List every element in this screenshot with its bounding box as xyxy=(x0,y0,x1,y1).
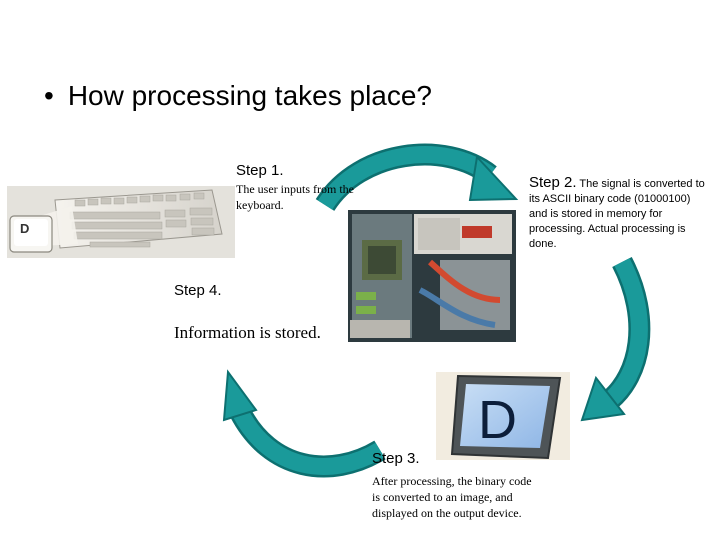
step-2-block: Step 2. The signal is converted to its A… xyxy=(529,175,709,252)
step-1-heading: Step 1. xyxy=(236,162,284,179)
monitor-image: D xyxy=(436,372,570,460)
step-4-text: Information is stored. xyxy=(174,323,321,342)
step-2-heading: Step 2. xyxy=(529,174,577,191)
step-1-text: The user inputs from the keyboard. xyxy=(236,182,354,212)
cycle-arrows xyxy=(222,143,651,478)
keyboard-image: D xyxy=(7,186,235,258)
title-text: How processing takes place? xyxy=(67,80,433,111)
step-4-heading: Step 4. xyxy=(174,282,222,299)
page-title: • How processing takes place? xyxy=(44,80,432,112)
step-3-heading: Step 3. xyxy=(372,450,420,467)
step-2-text: The signal is converted to its ASCII bin… xyxy=(529,178,705,250)
monitor-letter: D xyxy=(478,390,517,450)
title-bullet: • xyxy=(44,80,54,111)
step-3-text: After processing, the binary code is con… xyxy=(372,474,532,520)
key-letter: D xyxy=(20,221,29,236)
computer-internals-image xyxy=(348,210,516,342)
